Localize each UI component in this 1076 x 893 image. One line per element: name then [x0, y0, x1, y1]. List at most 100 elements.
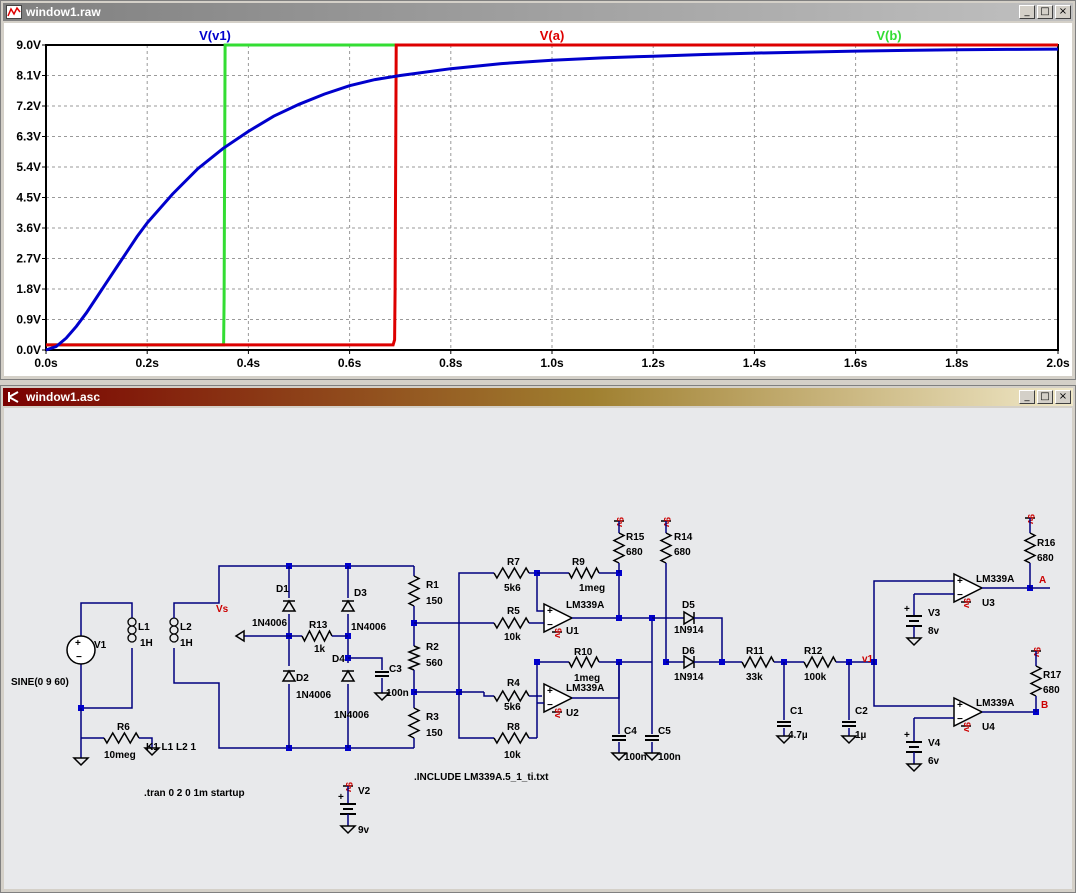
- resistor-symbol[interactable]: [1029, 665, 1043, 697]
- x-tick-label: 0.4s: [237, 356, 261, 370]
- resistor-symbol[interactable]: [659, 532, 673, 564]
- wire: [139, 737, 153, 748]
- wire: [536, 573, 544, 612]
- resistor-symbol[interactable]: [406, 645, 422, 671]
- resistor-symbol[interactable]: [568, 655, 600, 669]
- inductor-coil[interactable]: [127, 617, 137, 627]
- inductor-coil[interactable]: [127, 625, 137, 635]
- plot-window-titlebar[interactable]: window1.raw _ □ ×: [3, 3, 1073, 21]
- schematic-icon: [8, 391, 19, 403]
- y-tick-label: 9.0V: [16, 38, 41, 52]
- d5-ref: D5: [682, 600, 695, 611]
- tran-directive: .tran 0 2 0 1m startup: [144, 788, 245, 799]
- diode-symbol[interactable]: [683, 654, 696, 670]
- series-line-vv1[interactable]: [45, 47, 1059, 352]
- series-line-va[interactable]: [46, 43, 1058, 347]
- r15-ref: R15: [626, 532, 645, 543]
- r3-ref: R3: [426, 712, 439, 723]
- v2-value: 9v: [358, 825, 370, 836]
- v2-ref: V2: [358, 786, 371, 797]
- supply-label: 9v: [662, 517, 672, 527]
- wire: [80, 602, 133, 636]
- junction-dot: [616, 615, 622, 621]
- r15-value: 680: [626, 547, 643, 558]
- x-tick-label: 1.8s: [945, 356, 969, 370]
- resistor-symbol[interactable]: [493, 689, 530, 703]
- r10-ref: R10: [574, 647, 593, 658]
- minimize-button[interactable]: _: [1019, 5, 1035, 19]
- close-button[interactable]: ×: [1055, 390, 1071, 404]
- net-label-v1: v1: [862, 654, 874, 665]
- y-tick-label: 2.7V: [16, 252, 41, 266]
- y-tick-label: 0.0V: [16, 343, 41, 357]
- resistor-symbol[interactable]: [493, 731, 530, 745]
- x-tick-label: 1.2s: [642, 356, 666, 370]
- schematic-window-titlebar[interactable]: window1.asc _ □ ×: [3, 388, 1073, 406]
- v3-value: 8v: [928, 626, 940, 637]
- y-tick-label: 1.8V: [16, 282, 41, 296]
- minimize-button[interactable]: _: [1019, 390, 1035, 404]
- inductor-coil[interactable]: [127, 633, 137, 643]
- r7-value: 5k6: [504, 583, 521, 594]
- resistor-symbol[interactable]: [803, 655, 837, 669]
- close-button[interactable]: ×: [1055, 5, 1071, 19]
- resistor-symbol[interactable]: [493, 616, 530, 630]
- inductor-coil[interactable]: [169, 617, 179, 627]
- r5-ref: R5: [507, 606, 520, 617]
- resistor-symbol[interactable]: [407, 575, 421, 607]
- r9-ref: R9: [572, 557, 585, 568]
- diode-symbol[interactable]: [683, 610, 696, 626]
- inductor-coil[interactable]: [169, 625, 179, 635]
- ground-icon: [610, 752, 628, 762]
- maximize-button[interactable]: □: [1037, 390, 1053, 404]
- diode-symbol[interactable]: [281, 669, 297, 682]
- resistor-symbol[interactable]: [612, 532, 626, 564]
- opamp-plus: +: [547, 686, 553, 697]
- r1-ref: R1: [426, 580, 439, 591]
- net-label-a: A: [1039, 575, 1046, 586]
- inductor-coil[interactable]: [169, 633, 179, 643]
- x-tick-label: 1.6s: [844, 356, 868, 370]
- resistor-symbol[interactable]: [1023, 532, 1037, 564]
- u2-ref: U2: [566, 708, 579, 719]
- opamp-symbol[interactable]: [953, 696, 984, 728]
- r11-ref: R11: [746, 646, 764, 657]
- maximize-button[interactable]: □: [1037, 5, 1053, 19]
- x-tick-label: 0.8s: [439, 356, 463, 370]
- ground-icon: [143, 747, 161, 757]
- legend-entry[interactable]: V(b): [876, 28, 901, 43]
- opamp-symbol[interactable]: [953, 572, 984, 604]
- resistor-symbol[interactable]: [301, 629, 333, 643]
- resistor-symbol[interactable]: [103, 731, 140, 745]
- d3-ref: D3: [354, 588, 367, 599]
- r3-value: 150: [426, 728, 443, 739]
- resistor-symbol[interactable]: [493, 566, 530, 580]
- legend-entry[interactable]: V(v1): [199, 28, 231, 43]
- y-tick-label: 4.5V: [16, 191, 41, 205]
- legend-entry[interactable]: V(a): [540, 28, 565, 43]
- resistor-symbol[interactable]: [407, 707, 421, 739]
- opamp-plus: +: [547, 606, 553, 617]
- resistor-symbol[interactable]: [741, 655, 775, 669]
- voltage-source-v1[interactable]: [66, 635, 96, 665]
- diode-symbol[interactable]: [340, 599, 356, 612]
- resistor-symbol[interactable]: [568, 566, 600, 580]
- x-tick-label: 1.4s: [743, 356, 767, 370]
- ground-icon: [72, 757, 90, 767]
- diode-symbol[interactable]: [281, 599, 297, 612]
- c1-ref: C1: [790, 706, 803, 717]
- plus-sign: +: [904, 604, 910, 615]
- diode-symbol[interactable]: [340, 669, 356, 682]
- waveform-icon: [6, 5, 22, 19]
- opamp-symbol[interactable]: [543, 682, 574, 714]
- opamp-symbol[interactable]: [543, 602, 574, 634]
- l1-value: 1H: [140, 638, 153, 649]
- c2-value: 1µ: [855, 730, 867, 741]
- v3-ref: V3: [928, 608, 941, 619]
